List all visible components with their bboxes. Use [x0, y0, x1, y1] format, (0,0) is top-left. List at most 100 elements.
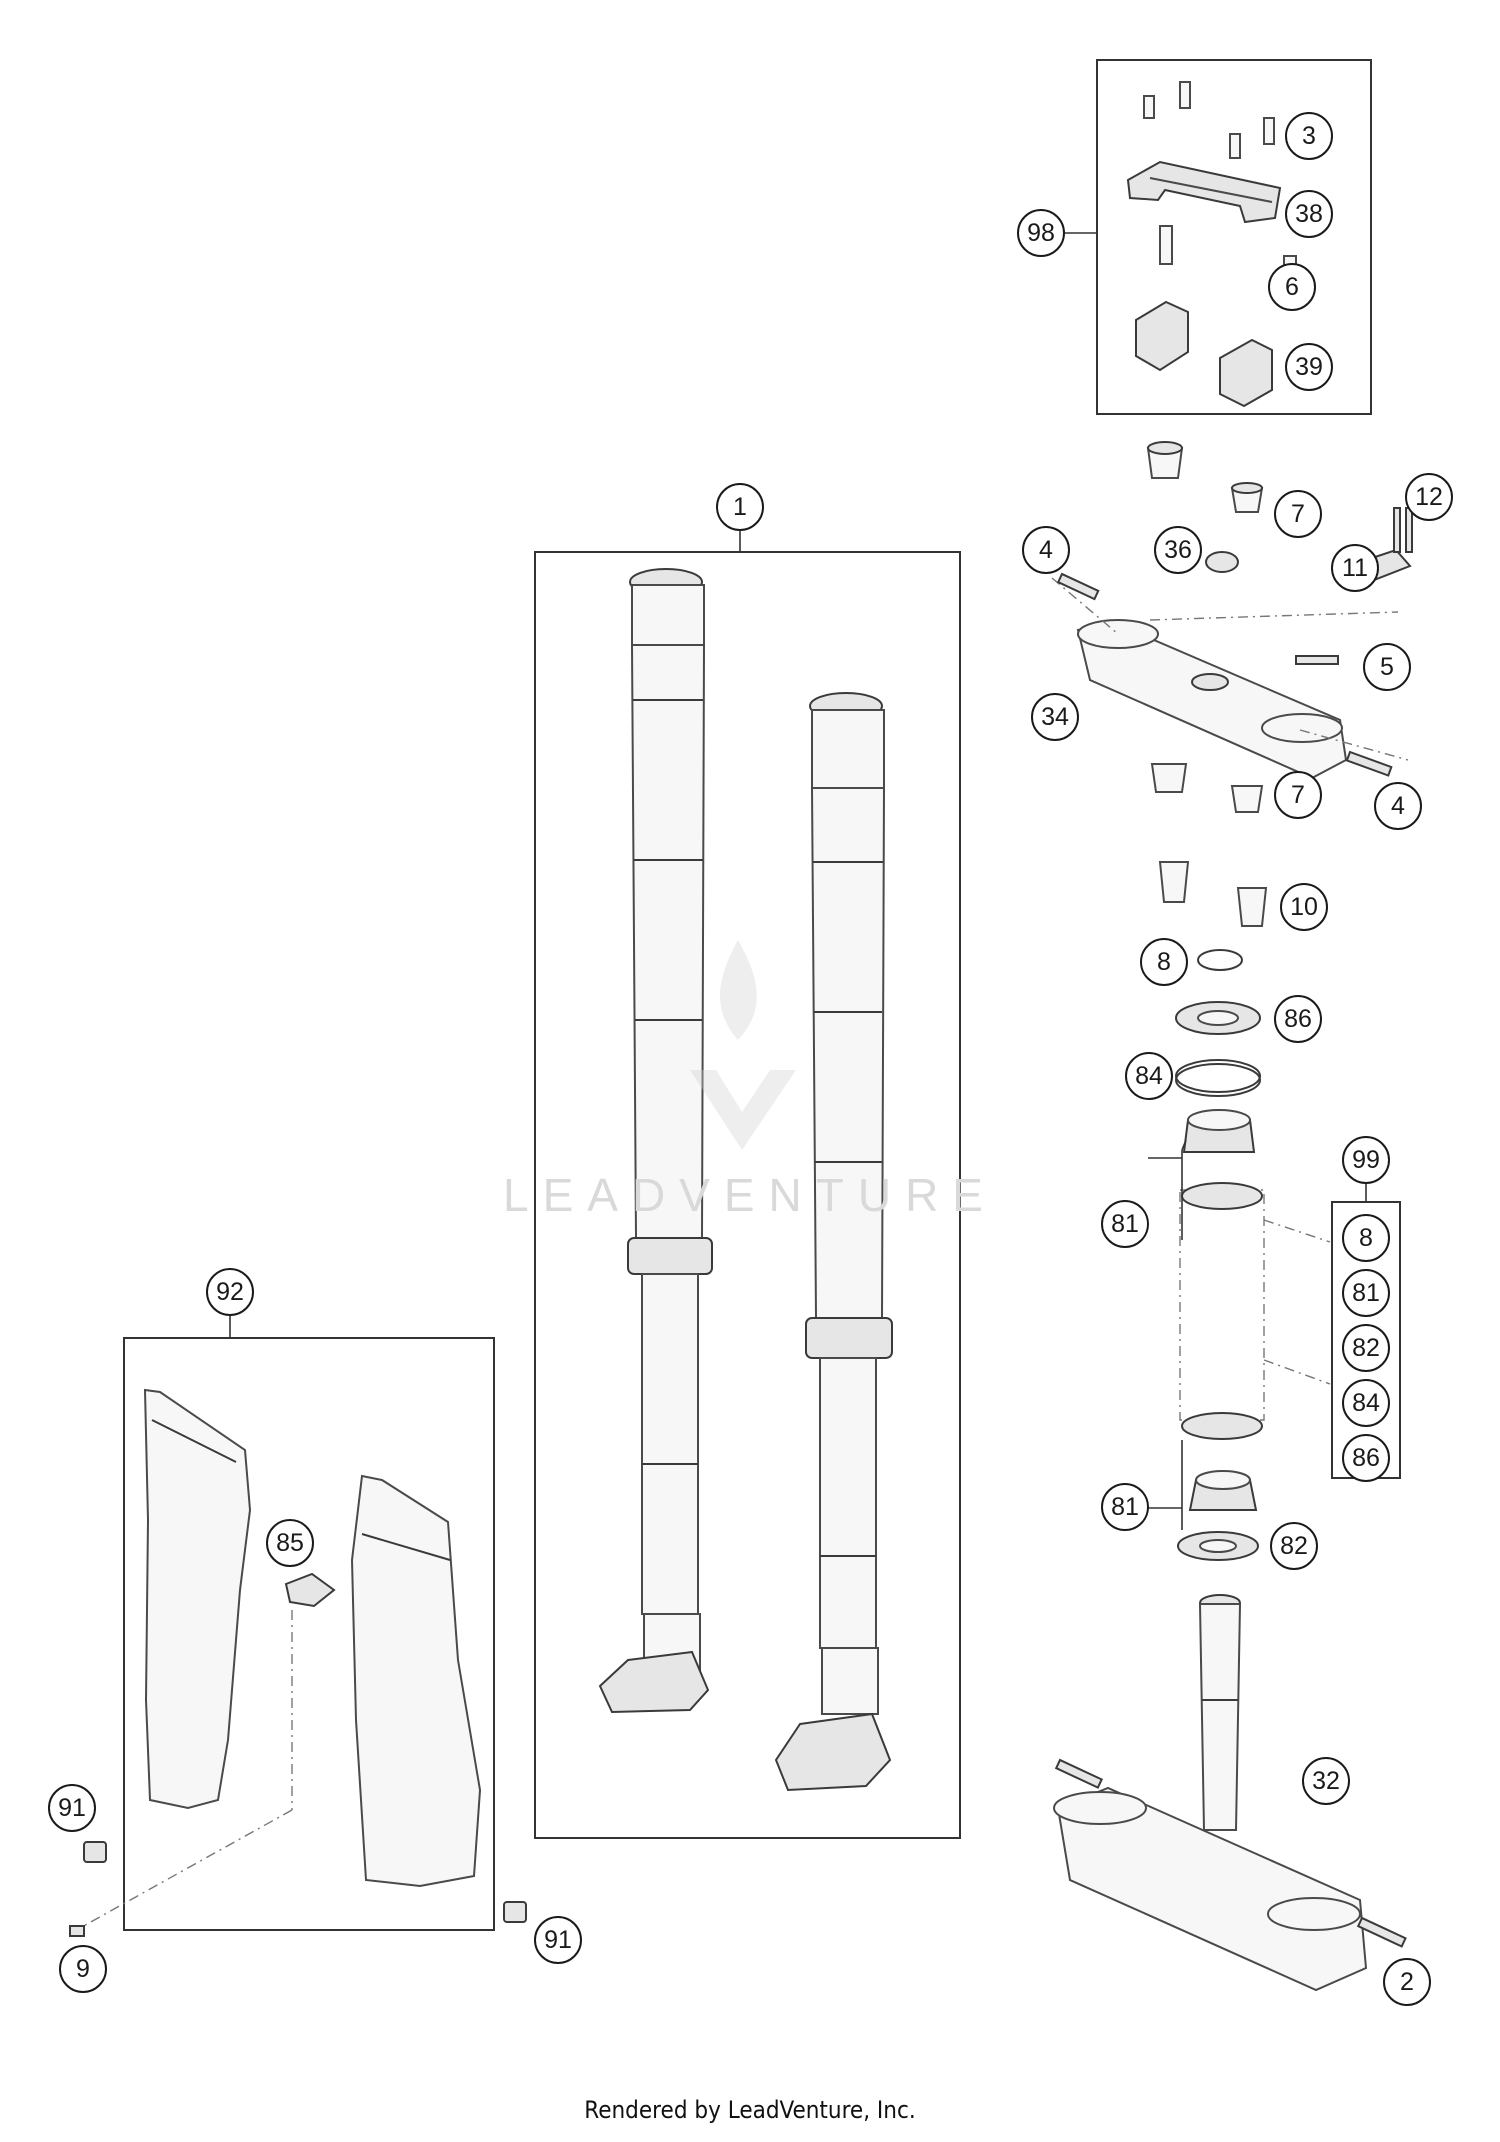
callout-4-top: 4 [1022, 526, 1070, 574]
callout-98: 98 [1017, 209, 1065, 257]
leadventure-watermark-logo [690, 940, 796, 1150]
svg-text:86: 86 [1284, 1005, 1312, 1033]
seal-86 [1175, 1001, 1261, 1035]
o-ring-8 [1197, 949, 1243, 971]
svg-text:3: 3 [1302, 122, 1316, 150]
callout-32: 32 [1302, 1757, 1350, 1805]
kit-92-frame [123, 1337, 495, 1931]
svg-text:5: 5 [1380, 653, 1394, 681]
callout-5: 5 [1363, 643, 1411, 691]
callout-91-right: 91 [534, 1916, 582, 1964]
kit-99-item: 8 [1342, 1214, 1390, 1262]
nut-36 [1205, 551, 1239, 573]
callout-84: 84 [1125, 1052, 1173, 1100]
guard-bracket-85 [284, 1572, 336, 1608]
svg-text:32: 32 [1312, 1767, 1340, 1795]
callout-82: 82 [1270, 1522, 1318, 1570]
dust-ring-84 [1175, 1059, 1261, 1097]
handlebar-clamp-lower-left [1135, 300, 1189, 372]
callout-92: 92 [206, 1268, 254, 1316]
callout-7-bottom: 7 [1274, 771, 1322, 819]
callout-11: 11 [1331, 544, 1379, 592]
upper-bushing-top [1146, 441, 1184, 479]
svg-text:84: 84 [1135, 1062, 1163, 1090]
fork-guard-left [143, 1388, 252, 1810]
callout-34: 34 [1031, 693, 1079, 741]
seal-82 [1177, 1531, 1259, 1561]
callout-8: 8 [1140, 938, 1188, 986]
handlebar-clamp-lower-right [1219, 338, 1273, 408]
guard-screw-91-left [83, 1841, 107, 1863]
callout-1: 1 [716, 483, 764, 531]
callout-7-top: 7 [1274, 490, 1322, 538]
svg-text:91: 91 [544, 1926, 572, 1954]
svg-text:39: 39 [1295, 353, 1323, 381]
callout-85: 85 [266, 1519, 314, 1567]
callout-10: 10 [1280, 883, 1328, 931]
upper-triple-clamp [1076, 619, 1348, 780]
lower-triple-clamp [1053, 1786, 1368, 1992]
svg-text:10: 10 [1290, 893, 1318, 921]
svg-text:36: 36 [1164, 536, 1192, 564]
bushing-10 [1158, 861, 1268, 927]
footer-credit: Rendered by LeadVenture, Inc. [584, 2096, 916, 2124]
svg-text:1: 1 [733, 493, 747, 521]
svg-text:81: 81 [1111, 1210, 1139, 1238]
callout-38: 38 [1285, 190, 1333, 238]
svg-text:92: 92 [216, 1278, 244, 1306]
svg-text:82: 82 [1280, 1532, 1308, 1560]
callout-86: 86 [1274, 995, 1322, 1043]
svg-text:9: 9 [76, 1955, 90, 1983]
callout-3: 3 [1285, 112, 1333, 160]
bearing-81-lower [1188, 1470, 1258, 1511]
svg-text:99: 99 [1352, 1146, 1380, 1174]
rubber-bushing-7-bottom [1150, 763, 1264, 813]
svg-text:11: 11 [1342, 554, 1368, 582]
clamp-bolts-4-5 [1056, 507, 1413, 777]
bearing-81-upper [1182, 1109, 1256, 1153]
svg-text:98: 98 [1027, 219, 1055, 247]
callout-81-lower: 81 [1101, 1483, 1149, 1531]
callout-4-bottom: 4 [1374, 782, 1422, 830]
guard-screw-91-right [503, 1901, 527, 1923]
svg-text:38: 38 [1295, 200, 1323, 228]
kit-98-frame [1096, 59, 1372, 415]
svg-text:8: 8 [1359, 1224, 1373, 1252]
callout-81-upper: 81 [1101, 1200, 1149, 1248]
svg-text:6: 6 [1285, 273, 1299, 301]
handlebar-clamp-top-bridge [1126, 160, 1282, 224]
rubber-bushing-7-top [1230, 482, 1264, 513]
callout-2: 2 [1383, 1958, 1431, 2006]
callout-99: 99 [1342, 1136, 1390, 1184]
svg-text:81: 81 [1352, 1279, 1380, 1307]
kit-99-item: 86 [1342, 1434, 1390, 1482]
svg-text:91: 91 [58, 1794, 86, 1822]
fork-leg-left [598, 568, 713, 1714]
guard-screw-9 [69, 1925, 85, 1937]
svg-text:4: 4 [1391, 792, 1405, 820]
callout-39: 39 [1285, 343, 1333, 391]
callout-91-left: 91 [48, 1784, 96, 1832]
kit-99-item: 81 [1342, 1269, 1390, 1317]
callout-9: 9 [59, 1945, 107, 1993]
watermark-text: LEADVENTURE [503, 1169, 997, 1221]
kit-1-frame [534, 551, 961, 1839]
svg-text:85: 85 [276, 1529, 304, 1557]
svg-text:4: 4 [1039, 536, 1053, 564]
svg-text:82: 82 [1352, 1334, 1380, 1362]
svg-text:12: 12 [1415, 483, 1443, 511]
svg-text:7: 7 [1291, 500, 1305, 528]
fork-guard-right [350, 1474, 482, 1888]
callout-12: 12 [1405, 473, 1453, 521]
callout-36: 36 [1154, 526, 1202, 574]
svg-text:84: 84 [1352, 1389, 1380, 1417]
svg-text:34: 34 [1041, 703, 1069, 731]
callout-6: 6 [1268, 263, 1316, 311]
steering-head-tube [1179, 1182, 1331, 1440]
svg-text:81: 81 [1111, 1493, 1139, 1521]
svg-text:8: 8 [1157, 948, 1171, 976]
lower-triple-clamp-steerer [1198, 1594, 1242, 1831]
svg-text:2: 2 [1400, 1968, 1414, 1996]
svg-text:7: 7 [1291, 781, 1305, 809]
